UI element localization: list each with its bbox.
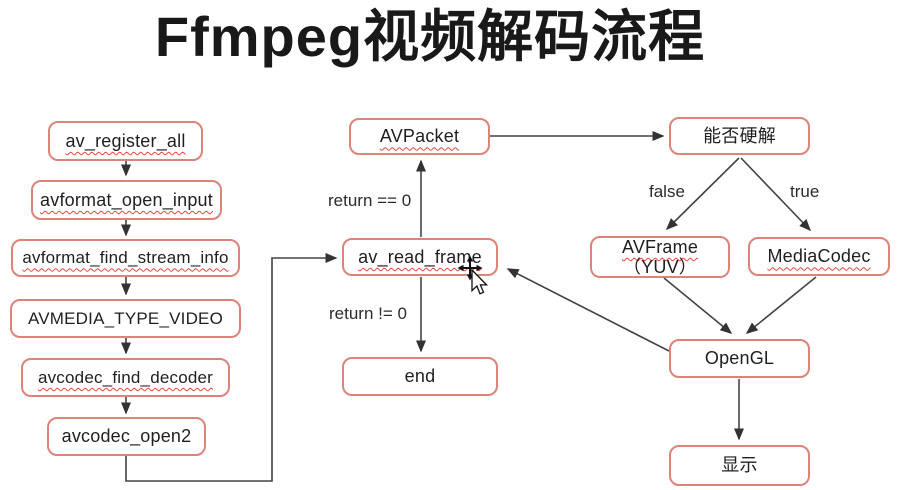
node-avcodec-find-decoder: avcodec_find_decoder [21, 358, 230, 397]
node-label: 能否硬解 [703, 125, 776, 146]
node-display: 显示 [669, 445, 810, 486]
node-label: avformat_open_input [40, 189, 213, 210]
node-avmedia-type-video: AVMEDIA_TYPE_VIDEO [10, 299, 241, 338]
node-label: avformat_find_stream_info [22, 248, 229, 268]
node-label-line1: AVFrame [621, 236, 699, 257]
node-av-register-all: av_register_all [48, 121, 203, 161]
node-label: 显示 [721, 455, 758, 476]
node-avformat-open-input: avformat_open_input [31, 180, 222, 220]
node-av-read-frame: av_read_frame [342, 238, 498, 276]
node-avformat-find-stream-info: avformat_find_stream_info [11, 239, 240, 277]
edge-avframe-to-opengl [663, 277, 733, 334]
move-cursor-icon [457, 255, 483, 281]
edge-open2-to-readframe [125, 253, 338, 482]
node-end: end [342, 357, 498, 396]
node-mediacodec: MediaCodec [748, 237, 890, 276]
node-label: avcodec_find_decoder [37, 367, 214, 387]
node-label: av_read_frame [358, 246, 482, 267]
node-label: AVPacket [379, 126, 460, 147]
edge-label-return-eq-0: return == 0 [328, 191, 412, 210]
edge-hwcheck-to-avframe [665, 157, 740, 231]
node-hw-decode-check: 能否硬解 [669, 117, 810, 155]
page-title: Ffmpeg视频解码流程 [154, 5, 706, 68]
node-avcodec-open2: avcodec_open2 [47, 417, 206, 456]
edge-opengl-to-readframe [506, 268, 670, 352]
node-label: av_register_all [65, 130, 186, 151]
edge-mediacodec-to-opengl [745, 276, 817, 334]
edge-label-true: true [790, 182, 820, 201]
node-label-line2: （YUV） [622, 257, 697, 277]
node-label: end [404, 366, 436, 387]
node-label: OpenGL [704, 348, 775, 369]
node-label: avcodec_open2 [61, 426, 192, 447]
node-label: MediaCodec [767, 246, 871, 267]
edge-label-false: false [649, 182, 685, 201]
node-label: AVMEDIA_TYPE_VIDEO [27, 308, 224, 328]
node-opengl: OpenGL [669, 339, 810, 378]
node-avframe-yuv: AVFrame （YUV） [590, 236, 730, 278]
edge-hwcheck-to-mediacodec [740, 157, 812, 232]
edge-label-return-neq-0: return != 0 [329, 304, 407, 323]
mouse-cursor [457, 255, 489, 295]
pointer-icon [471, 268, 489, 295]
node-avpacket: AVPacket [349, 118, 490, 155]
